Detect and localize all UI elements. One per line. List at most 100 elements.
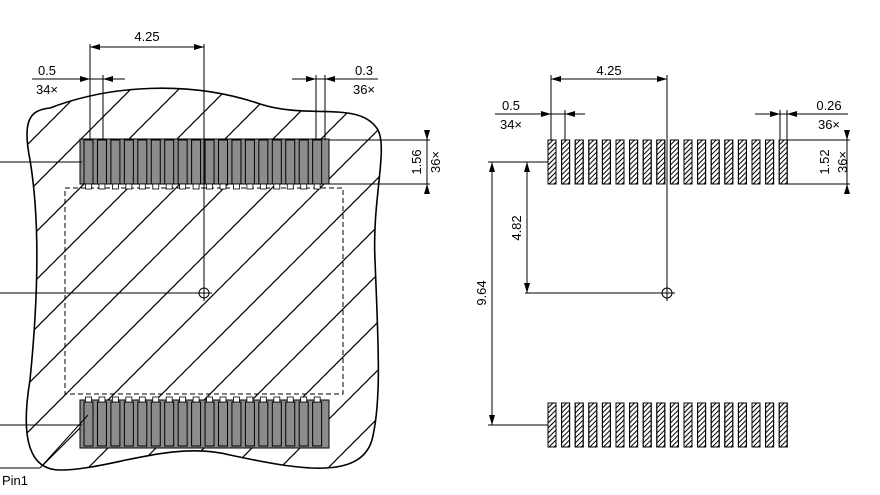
pad-tab xyxy=(85,396,92,403)
pad xyxy=(683,139,693,185)
pad xyxy=(601,402,611,448)
pad xyxy=(737,139,747,185)
pad xyxy=(123,139,134,185)
pad-tab xyxy=(273,396,281,403)
pad-tab xyxy=(112,183,119,190)
pad-tab xyxy=(259,396,267,403)
pad xyxy=(710,402,720,448)
pad xyxy=(123,401,134,447)
pad-tab xyxy=(300,183,308,190)
row-to-row-label: 9.64 xyxy=(474,280,489,305)
left-view: 4.25 0.5 34× 0.3 36× xyxy=(0,29,443,488)
pad-tab xyxy=(273,183,281,190)
pad-length-dimension: 1.56 36× xyxy=(329,130,443,194)
pad-tab xyxy=(233,396,240,403)
right-view: 4.25 0.5 34× 0.26 36× xyxy=(474,63,850,448)
pad xyxy=(110,401,121,447)
pad xyxy=(615,402,625,448)
pad xyxy=(778,402,788,448)
pad xyxy=(669,139,679,185)
pad xyxy=(588,139,598,185)
pad-tab xyxy=(192,396,200,403)
pad xyxy=(561,402,571,448)
pad xyxy=(724,402,734,448)
pad xyxy=(137,401,148,447)
pad xyxy=(697,139,707,185)
pad xyxy=(177,401,188,447)
pad xyxy=(312,139,323,185)
pad-tab xyxy=(98,396,106,403)
pad-tab xyxy=(138,396,146,403)
pad xyxy=(312,401,323,447)
pad-tab xyxy=(219,396,227,403)
pad xyxy=(778,139,788,185)
pad xyxy=(574,402,584,448)
pad-tab xyxy=(206,183,213,190)
pad xyxy=(298,139,309,185)
center-mark xyxy=(525,285,675,301)
pad xyxy=(751,139,761,185)
pad xyxy=(765,139,775,185)
pitch-count-label: 34× xyxy=(500,117,522,132)
pitch-count-label: 34× xyxy=(36,82,58,97)
body-hatch xyxy=(65,188,343,394)
pad-width-label: 0.3 xyxy=(355,63,373,78)
pad xyxy=(561,139,571,185)
pad xyxy=(642,402,652,448)
pad xyxy=(285,401,296,447)
pad xyxy=(683,402,693,448)
pitch-dimension: 0.5 34× xyxy=(495,98,585,140)
pad xyxy=(244,401,255,447)
pad xyxy=(724,139,734,185)
pad-width-dimension: 0.3 36× xyxy=(292,63,378,140)
pad-tab xyxy=(206,396,213,403)
pad-tab xyxy=(259,183,267,190)
pad xyxy=(656,402,666,448)
pad-tab xyxy=(179,396,187,403)
pad xyxy=(615,139,625,185)
pad xyxy=(177,139,188,185)
board-outline xyxy=(25,87,383,471)
pad-tab xyxy=(152,183,160,190)
pad-width-dimension: 0.26 36× xyxy=(755,98,848,140)
pad-tab xyxy=(313,396,321,403)
pad xyxy=(244,139,255,185)
pad xyxy=(218,139,228,185)
pitch-dimension: 0.5 34× xyxy=(32,63,125,140)
pad-tab xyxy=(233,183,240,190)
pitch-label: 0.5 xyxy=(502,98,520,113)
pad xyxy=(765,402,775,448)
pad xyxy=(751,402,761,448)
top-pad-row xyxy=(547,139,788,185)
pad-tab xyxy=(192,183,200,190)
pad xyxy=(191,401,202,447)
pad xyxy=(656,139,666,185)
pad xyxy=(271,401,282,447)
pad xyxy=(96,401,107,447)
pad xyxy=(191,139,202,185)
pad-length-count-label: 36× xyxy=(835,151,850,173)
pad xyxy=(588,402,598,448)
pad-tab xyxy=(152,396,160,403)
pad-width-count-label: 36× xyxy=(353,82,375,97)
pitch-label: 0.5 xyxy=(38,63,56,78)
pad-width-count-label: 36× xyxy=(818,117,840,132)
pad-length-count-label: 36× xyxy=(428,151,443,173)
pad-tab xyxy=(286,183,294,190)
half-row-label: 4.82 xyxy=(509,215,524,240)
bottom-pad-row xyxy=(547,402,788,448)
pad xyxy=(710,139,720,185)
pad-width-label: 0.26 xyxy=(816,98,841,113)
pad-length-label: 1.52 xyxy=(817,149,832,174)
pad xyxy=(110,139,121,185)
pad-tab xyxy=(138,183,146,190)
span-label: 4.25 xyxy=(596,63,621,78)
pad-tab xyxy=(98,183,106,190)
pad xyxy=(83,139,94,185)
pad xyxy=(204,139,215,185)
pad-tab xyxy=(125,396,133,403)
pad xyxy=(642,139,652,185)
pad xyxy=(96,139,107,185)
pad-tab xyxy=(246,183,254,190)
